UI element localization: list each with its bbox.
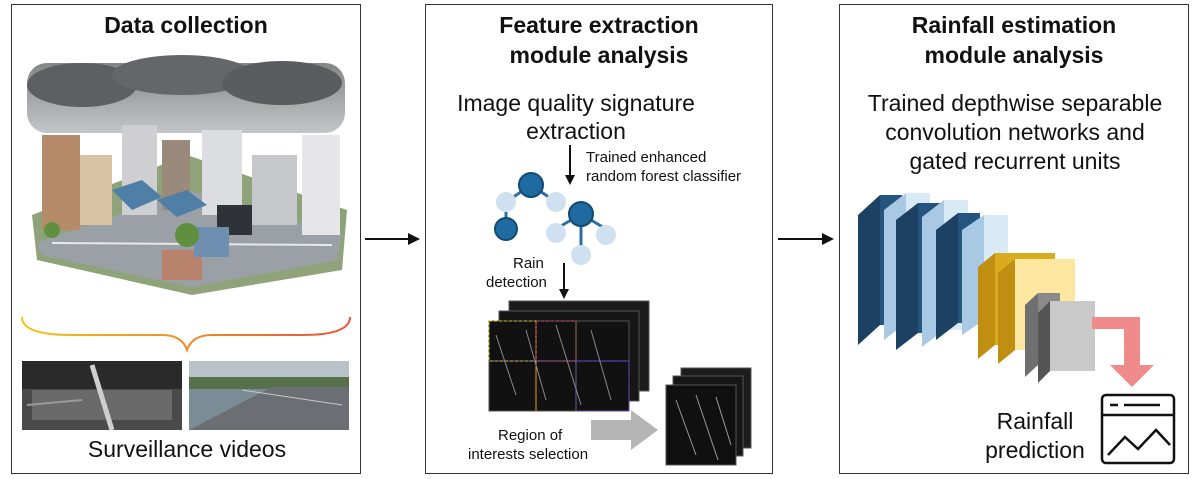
model-desc-line2: convolution networks and [885, 119, 1145, 145]
city-illustration [21, 55, 351, 431]
random-forest-icon [494, 172, 616, 265]
rain-detection-line1: Rain [513, 255, 544, 272]
feature-graphics [488, 145, 752, 466]
feature-extraction-title-line1: Feature extraction [499, 12, 699, 38]
classifier-label-line1: Trained enhanced [586, 149, 707, 166]
data-collection-panel: Data collection [11, 4, 361, 474]
brace [21, 316, 351, 354]
feature-extraction-title-line2: module analysis [509, 42, 689, 68]
rainfall-estimation-title-line2: module analysis [924, 42, 1104, 68]
rain-frames [488, 300, 650, 412]
quality-signature-line2: extraction [526, 118, 626, 144]
classifier-label-line2: random forest classifier [586, 168, 742, 185]
arrow-2-icon [778, 233, 834, 245]
feature-extraction-panel: Feature extraction module analysis Image… [425, 4, 773, 474]
chart-window-icon [1100, 393, 1176, 465]
model-desc-line1: Trained depthwise separable [867, 90, 1163, 116]
roi-label-line1: Region of [498, 427, 563, 444]
rainfall-estimation-panel: Rainfall estimation module analysis Trai… [839, 4, 1189, 474]
rainfall-estimation-title-line1: Rainfall estimation [911, 12, 1117, 38]
arrow-1-icon [365, 233, 420, 245]
prediction-arrow-icon [1092, 317, 1154, 387]
roi-crops [665, 367, 752, 466]
roi-label-line2: interests selection [468, 446, 589, 463]
rainfall-prediction-line1: Rainfall [996, 408, 1074, 434]
building [42, 135, 80, 230]
model-desc-line3: gated recurrent units [909, 148, 1121, 174]
data-collection-title: Data collection [104, 12, 268, 38]
rain-detection-line2: detection [486, 274, 547, 291]
roi-arrow-icon [591, 410, 658, 450]
surveillance-caption: Surveillance videos [87, 436, 287, 462]
network-graphics [858, 193, 1176, 465]
output-layers-icon [1025, 293, 1095, 383]
quality-signature-line1: Image quality signature [457, 90, 695, 116]
rainfall-prediction-line2: prediction [985, 437, 1085, 463]
